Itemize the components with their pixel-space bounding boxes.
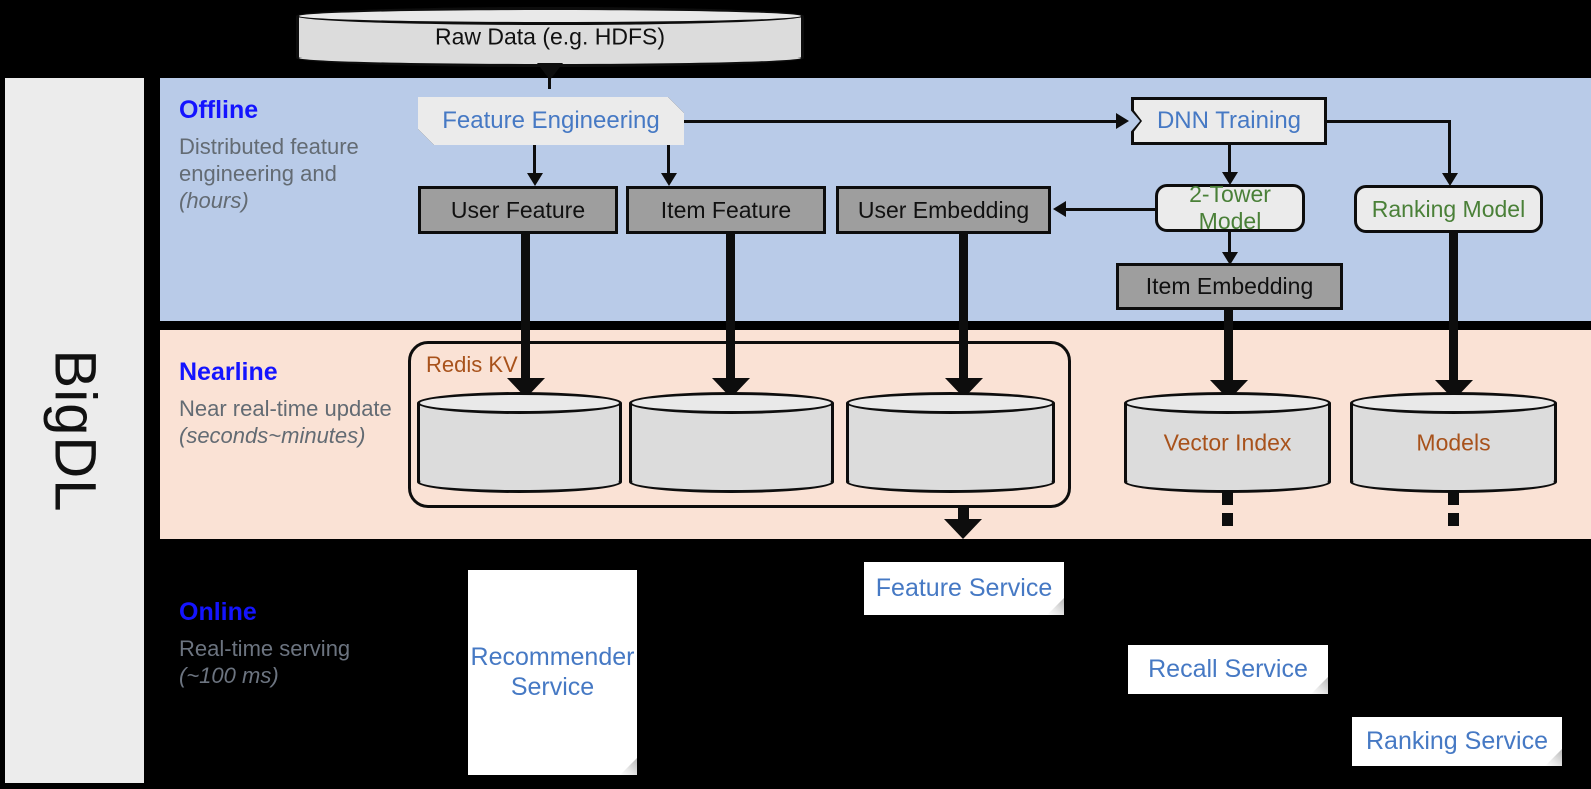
ranking-service-label: Ranking Service — [1365, 726, 1549, 755]
vector-index-label: Vector Index — [1163, 429, 1292, 455]
recall-service-node[interactable]: Recall Service — [1128, 645, 1328, 694]
dash-models-1 — [1448, 492, 1459, 505]
cylinder-body — [417, 403, 622, 482]
connector-fe-dnn — [684, 120, 1118, 123]
redis-kv-container — [408, 341, 1071, 508]
connector-fe-userfeature — [533, 145, 536, 177]
vector-index-store[interactable]: Vector Index — [1124, 392, 1331, 493]
offline-title: Offline — [179, 96, 259, 124]
connector-itemembedding-vectorindex — [1224, 310, 1233, 386]
connector-userembedding-redis — [959, 234, 968, 384]
nearline-title: Nearline — [179, 358, 278, 386]
connector-twotower-userembedding — [1066, 208, 1157, 211]
arrowhead-twotower-userembedding — [1053, 201, 1066, 217]
user-embedding-label: User Embedding — [857, 196, 1030, 223]
connector-fe-itemfeature — [667, 145, 670, 177]
doc-body — [468, 570, 637, 775]
cylinder-body — [1124, 403, 1331, 482]
offline-subtitle: Distributed feature engineering and (hou… — [179, 134, 359, 213]
connector-dnn-twotower — [1228, 145, 1231, 177]
two-tower-model-label: 2-Tower Model — [1189, 181, 1271, 234]
dash-vectorindex-1 — [1222, 492, 1233, 505]
arrowhead-redis-featureservice — [944, 519, 982, 539]
online-band-text: Online Real-time serving (~100 ms) — [179, 598, 409, 690]
dash-models-2 — [1448, 513, 1459, 526]
dash-vectorindex-2 — [1222, 513, 1233, 526]
arrowhead-dnn-twotower — [1222, 172, 1238, 185]
arrowhead-fe-dnn — [1116, 113, 1129, 129]
feature-engineering-label: Feature Engineering — [418, 97, 684, 145]
raw-data-store: Raw Data (e.g. HDFS) — [296, 7, 804, 67]
item-feature-label: Item Feature — [660, 196, 792, 223]
feature-engineering-node[interactable]: Feature Engineering — [418, 97, 684, 145]
cylinder-top — [1124, 392, 1331, 414]
arrowhead-fe-itemfeature — [661, 173, 677, 186]
item-embedding-node[interactable]: Item Embedding — [1116, 263, 1343, 310]
cylinder-top — [417, 392, 622, 414]
nearline-subtitle: Near real-time update (seconds~minutes) — [179, 396, 392, 448]
item-embedding-label: Item Embedding — [1145, 273, 1314, 299]
arrowhead-fe-userfeature — [527, 173, 543, 186]
connector-rankingmodel-models — [1449, 233, 1458, 386]
recall-service-label: Recall Service — [1148, 654, 1308, 683]
ranking-model-node[interactable]: Ranking Model — [1354, 185, 1543, 233]
redis-kv-label: Redis KV — [426, 352, 518, 377]
connector-dnn-rankingmodel-v — [1448, 120, 1451, 178]
feature-service-label: Feature Service — [875, 573, 1053, 602]
ranking-model-label: Ranking Model — [1371, 195, 1526, 222]
cylinder-body — [629, 403, 834, 482]
arrowhead-rawdata-fe — [537, 63, 563, 80]
offline-band-text: Offline Distributed feature engineering … — [179, 96, 409, 214]
cylinder-top — [1350, 392, 1557, 414]
models-label: Models — [1416, 429, 1491, 455]
two-tower-model-node[interactable]: 2-Tower Model — [1155, 181, 1305, 234]
dnn-training-label: DNN Training — [1131, 97, 1327, 145]
connector-dnn-rankingmodel-h — [1327, 120, 1451, 123]
recommender-service-label: Recommender Service — [470, 643, 635, 701]
redis-cylinder-1 — [417, 392, 622, 493]
ranking-service-node[interactable]: Ranking Service — [1352, 717, 1562, 766]
doc-body — [864, 562, 1064, 615]
bigdl-sidebar: BigDL — [5, 78, 144, 783]
cylinder-body — [1350, 403, 1557, 482]
item-feature-node[interactable]: Item Feature — [626, 186, 826, 234]
cylinder-top — [629, 392, 834, 414]
user-embedding-node[interactable]: User Embedding — [836, 186, 1051, 234]
arrowhead-twotower-itemembedding — [1222, 252, 1238, 265]
redis-cylinder-2 — [629, 392, 834, 493]
cylinder-top — [296, 7, 804, 25]
models-store[interactable]: Models — [1350, 392, 1557, 493]
raw-data-label: Raw Data (e.g. HDFS) — [434, 23, 666, 50]
feature-service-node[interactable]: Feature Service — [864, 562, 1064, 615]
nearline-band-text: Nearline Near real-time update (seconds~… — [179, 358, 414, 450]
bigdl-label: BigDL — [42, 349, 107, 512]
recommender-service-node[interactable]: Recommender Service — [468, 570, 637, 775]
cylinder-body — [846, 403, 1055, 482]
online-subtitle: Real-time serving (~100 ms) — [179, 636, 351, 688]
connector-itemfeature-redis — [726, 234, 735, 384]
dnn-training-node[interactable]: DNN Training — [1131, 97, 1327, 145]
online-title: Online — [179, 598, 257, 626]
user-feature-node[interactable]: User Feature — [418, 186, 618, 234]
user-feature-label: User Feature — [450, 196, 586, 223]
connector-userfeature-redis — [521, 234, 530, 384]
doc-body — [1128, 645, 1328, 694]
connector-twotower-itemembedding — [1228, 232, 1231, 260]
cylinder-top — [846, 392, 1055, 414]
dash-redis-featureservice — [958, 508, 969, 521]
arrowhead-dnn-rankingmodel — [1442, 173, 1458, 186]
redis-cylinder-3 — [846, 392, 1055, 493]
doc-body — [1352, 717, 1562, 766]
